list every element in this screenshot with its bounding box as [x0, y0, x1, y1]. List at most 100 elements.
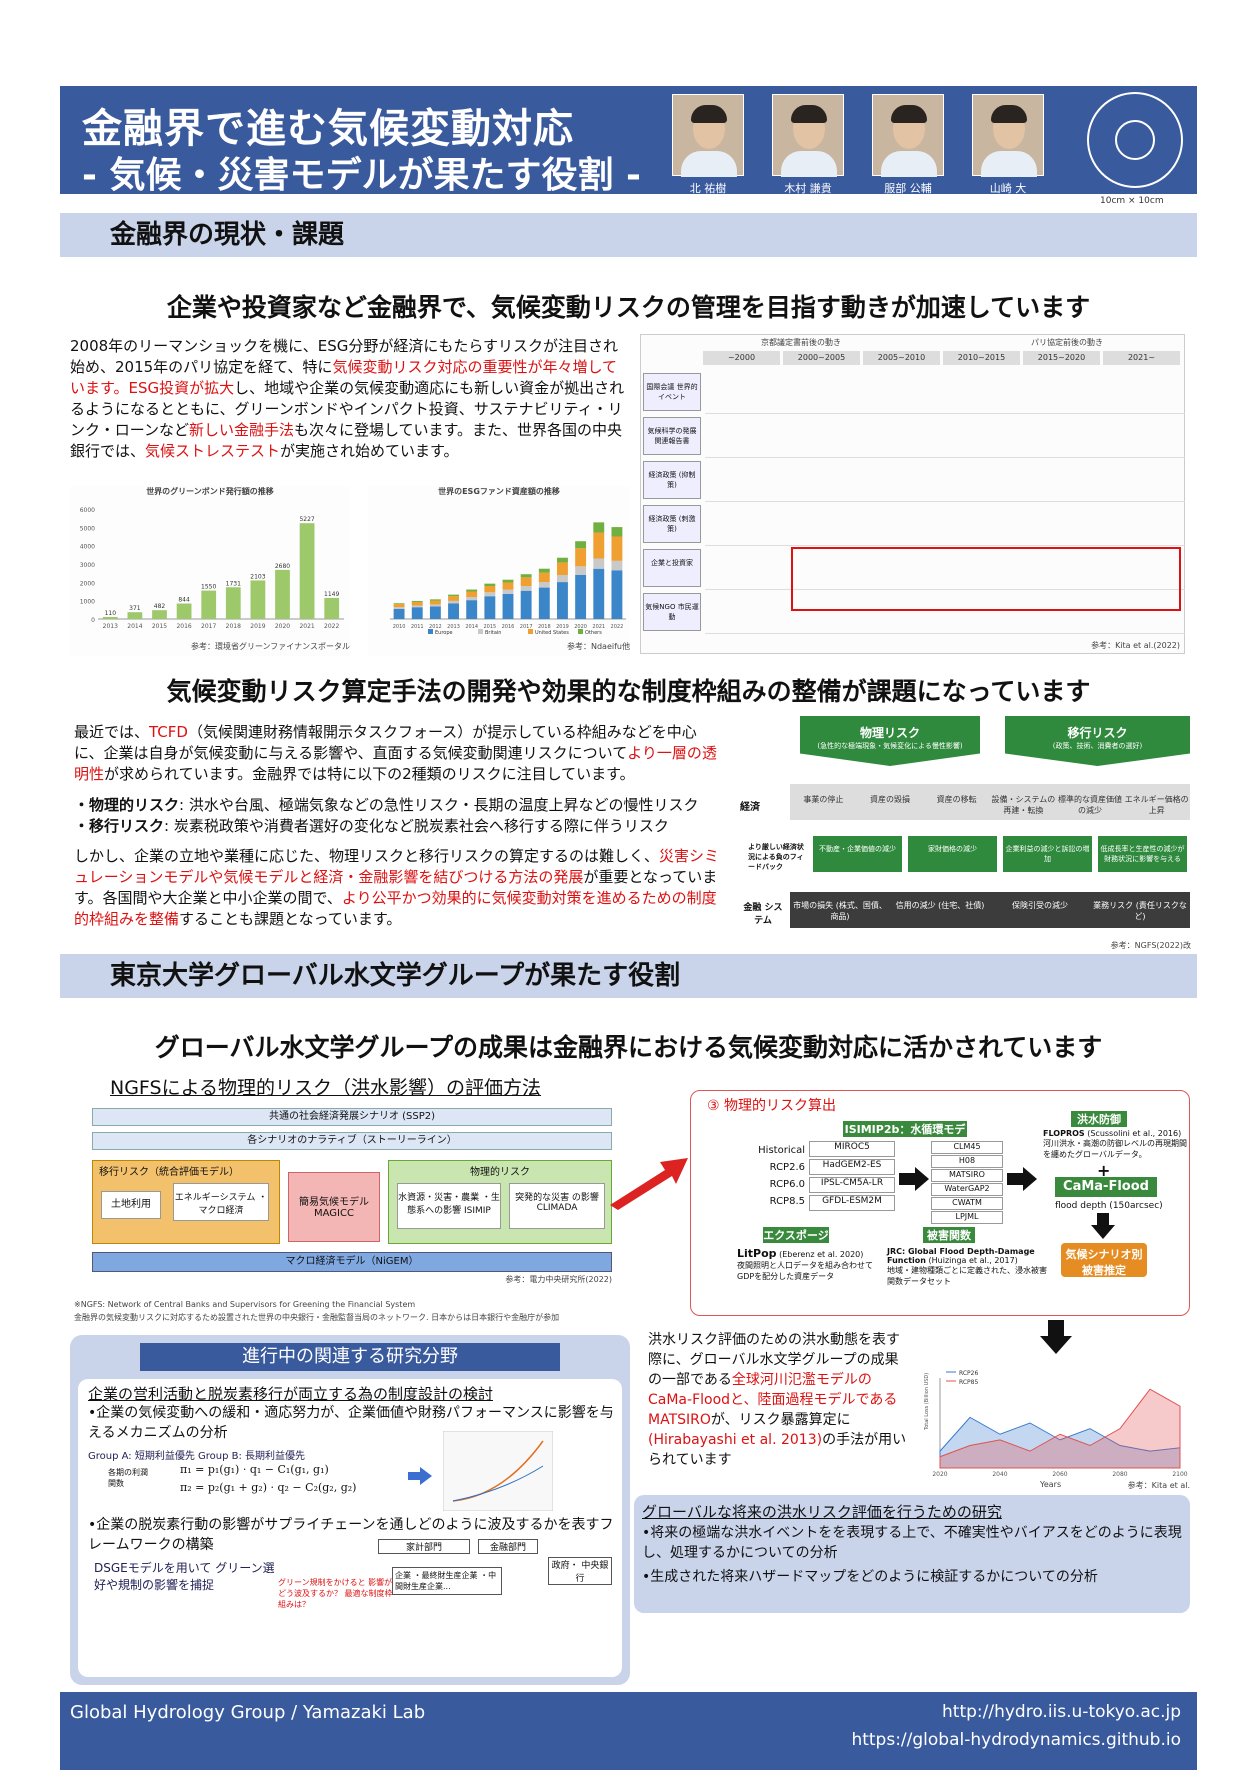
ngfs-footnote-detail: 金融界の気候変動リスクに対応するため設置された世界の中央銀行・金融監督当局のネッ…: [74, 1313, 560, 1322]
land-use-box: 土地利用: [101, 1191, 161, 1219]
chart-title: 世界のグリーンボンド発行額の推移: [146, 487, 274, 496]
damage-function-label: 被害関数: [923, 1227, 975, 1243]
bar-segment: [411, 605, 423, 608]
x-tick-label: 2013: [447, 624, 460, 630]
ghm-box: H08: [931, 1155, 1003, 1168]
timeline-row-label: 気候科学の発展 関連報告書: [643, 417, 701, 455]
bar-segment: [502, 582, 514, 590]
bar-segment: [557, 575, 568, 583]
legend-label: Others: [585, 630, 602, 636]
exposure-label: エクスポージャ: [763, 1227, 829, 1258]
feedback-label: より厳しい経済状況による負のフィードバック: [748, 843, 804, 871]
red-arrow-icon: [610, 1158, 688, 1210]
bar-segment: [611, 570, 623, 619]
legend-swatch: [528, 629, 533, 634]
bar-segment: [411, 601, 423, 602]
bar-segment: [502, 579, 514, 583]
x-tick-label: 2022: [324, 623, 339, 630]
series-area: [939, 1388, 1181, 1469]
y-tick-label: 4000: [80, 544, 95, 551]
narrative-bar: 各シナリオのナラティブ（ストーリーライン）: [92, 1132, 612, 1150]
poster-footer: Global Hydrology Group / Yamazaki Lab ht…: [60, 1692, 1197, 1770]
headline: グローバル水文学グループの成果は金融界における気候変動対応に活かされています: [154, 1033, 1103, 1062]
dsge-text: DSGEモデルを用いて グリーン選好や規制の影響を捕捉: [94, 1561, 275, 1592]
github-url[interactable]: https://global-hydrodynamics.github.io: [851, 1730, 1181, 1750]
bar-segment: [429, 600, 441, 605]
bar-segment: [557, 557, 568, 563]
x-tick-label: 2017: [201, 623, 216, 630]
poster-header: 金融界で進む気候変動対応 - 気候・災害モデルが果たす役割 - 北 祐樹 木村 …: [60, 86, 1197, 196]
bar-segment: [611, 560, 623, 571]
arrow-right-icon: [408, 1467, 432, 1485]
isimip-box: 水資源・災害・農業 ・生態系への影響 ISIMIP: [397, 1183, 501, 1229]
author-name: 服部 公輔: [884, 182, 932, 195]
bar-segment: [593, 532, 605, 559]
timeline-head-right: パリ協定前後の動き: [1031, 338, 1103, 347]
lab-name: Global Hydrology Group / Yamazaki Lab: [70, 1702, 426, 1723]
author-photo-1: [672, 94, 744, 177]
author-photo-2: [772, 94, 844, 177]
bar-segment: [575, 548, 587, 567]
bar-segment: [466, 597, 478, 601]
risk-item-physical: ・物理的リスク: 洪水や台風、極端気象などの急性リスク・長期の温度上昇などの慢性…: [74, 796, 699, 814]
bar-segment: [448, 594, 459, 597]
research-1-item-2: •企業の脱炭素行動の影響がサプライチェーンを通しどのように波及するかを表すフレー…: [88, 1517, 614, 1553]
x-tick-label: 2100: [1172, 1471, 1187, 1478]
x-tick-label: 2021: [592, 624, 605, 630]
y-axis-label: Total Loss (Billion USD): [924, 1373, 930, 1431]
timeline-period: 2021~: [1103, 351, 1180, 365]
highlight-box: [791, 547, 1181, 611]
ghm-box: CWATM: [931, 1197, 1003, 1210]
x-tick-label: 2016: [502, 624, 515, 630]
timeline-divider: [705, 501, 1185, 502]
gcm-box: IPSL-CM5A-LR: [809, 1177, 895, 1193]
bar-segment: [448, 600, 459, 604]
physical-risk-box: 物理的リスク 水資源・災害・農業 ・生態系への影響 ISIMIP 突発的な災害 …: [388, 1160, 612, 1244]
timeline-source: 参考：Kita et al.(2022): [1091, 641, 1180, 650]
data-label: 482: [154, 603, 166, 610]
lab-url[interactable]: http://hydro.iis.u-tokyo.ac.jp: [942, 1702, 1181, 1722]
economy-item: 資産の毀損: [870, 795, 910, 804]
timeline-head-left: 京都議定書前後の動き: [761, 338, 841, 347]
arrow-down-icon: [1091, 1213, 1115, 1239]
ghm-box: MATSIRO: [931, 1169, 1003, 1182]
bar-segment: [557, 582, 568, 619]
ghm-box: LPJML: [931, 1211, 1003, 1224]
timeline-period: 2010~2015: [943, 351, 1020, 365]
bar: [250, 580, 266, 619]
flood-depth-text: flood depth (150arcsec): [1055, 1201, 1163, 1211]
x-tick-label: 2013: [103, 623, 118, 630]
bar-segment: [593, 522, 605, 533]
physical-risk-banner: 物理リスク(急性的な極端現象・気候変化による慢性影響): [800, 716, 980, 766]
impact-item: 家財価格の減少: [908, 836, 997, 872]
x-tick-label: 2016: [176, 623, 191, 630]
research-1-item: •企業の気候変動への緩和・適応努力が、企業価値や財務パフォーマンスに影響を与える…: [88, 1405, 614, 1441]
bar-segment: [484, 596, 496, 619]
x-tick-label: 2019: [250, 623, 265, 630]
ghm-box: WaterGAP2: [931, 1183, 1003, 1196]
diagram-source: 参考：NGFS(2022)改: [1110, 941, 1191, 950]
risk-list: ・物理的リスク: 洪水や台風、極端気象などの急性リスク・長期の温度上昇などの慢性…: [74, 795, 726, 837]
climada-box: 突発的な災害 の影響 CLIMADA: [509, 1183, 605, 1229]
bar-segment: [538, 572, 550, 583]
profit-curve-chart: [443, 1431, 553, 1511]
bar-segment: [393, 603, 405, 605]
bar: [152, 610, 167, 619]
bar-segment: [448, 603, 459, 619]
legend-swatch: [478, 629, 483, 634]
x-tick-label: 2014: [465, 624, 478, 630]
section-title: 東京大学グローバル水文学グループが果たす役割: [60, 954, 1197, 998]
flood-defense-label: 洪水防御: [1071, 1111, 1127, 1127]
bar-segment: [593, 558, 605, 569]
x-tick-label: 2080: [1112, 1471, 1127, 1478]
research-2-title: グローバルな将来の洪水リスク評価を行うための研究: [642, 1503, 1002, 1521]
y-tick-label: 1000: [80, 599, 95, 606]
timeline-row-label: 企業と投資家: [643, 549, 701, 587]
timeline-period: 2015~2020: [1023, 351, 1100, 365]
x-tick-label: 2040: [992, 1471, 1007, 1478]
timeline-period: ~2000: [703, 351, 780, 365]
economy-item: 標準的な資産価値の減少: [1058, 795, 1123, 815]
legend-swatch: [428, 629, 433, 634]
bar-segment: [611, 536, 623, 561]
